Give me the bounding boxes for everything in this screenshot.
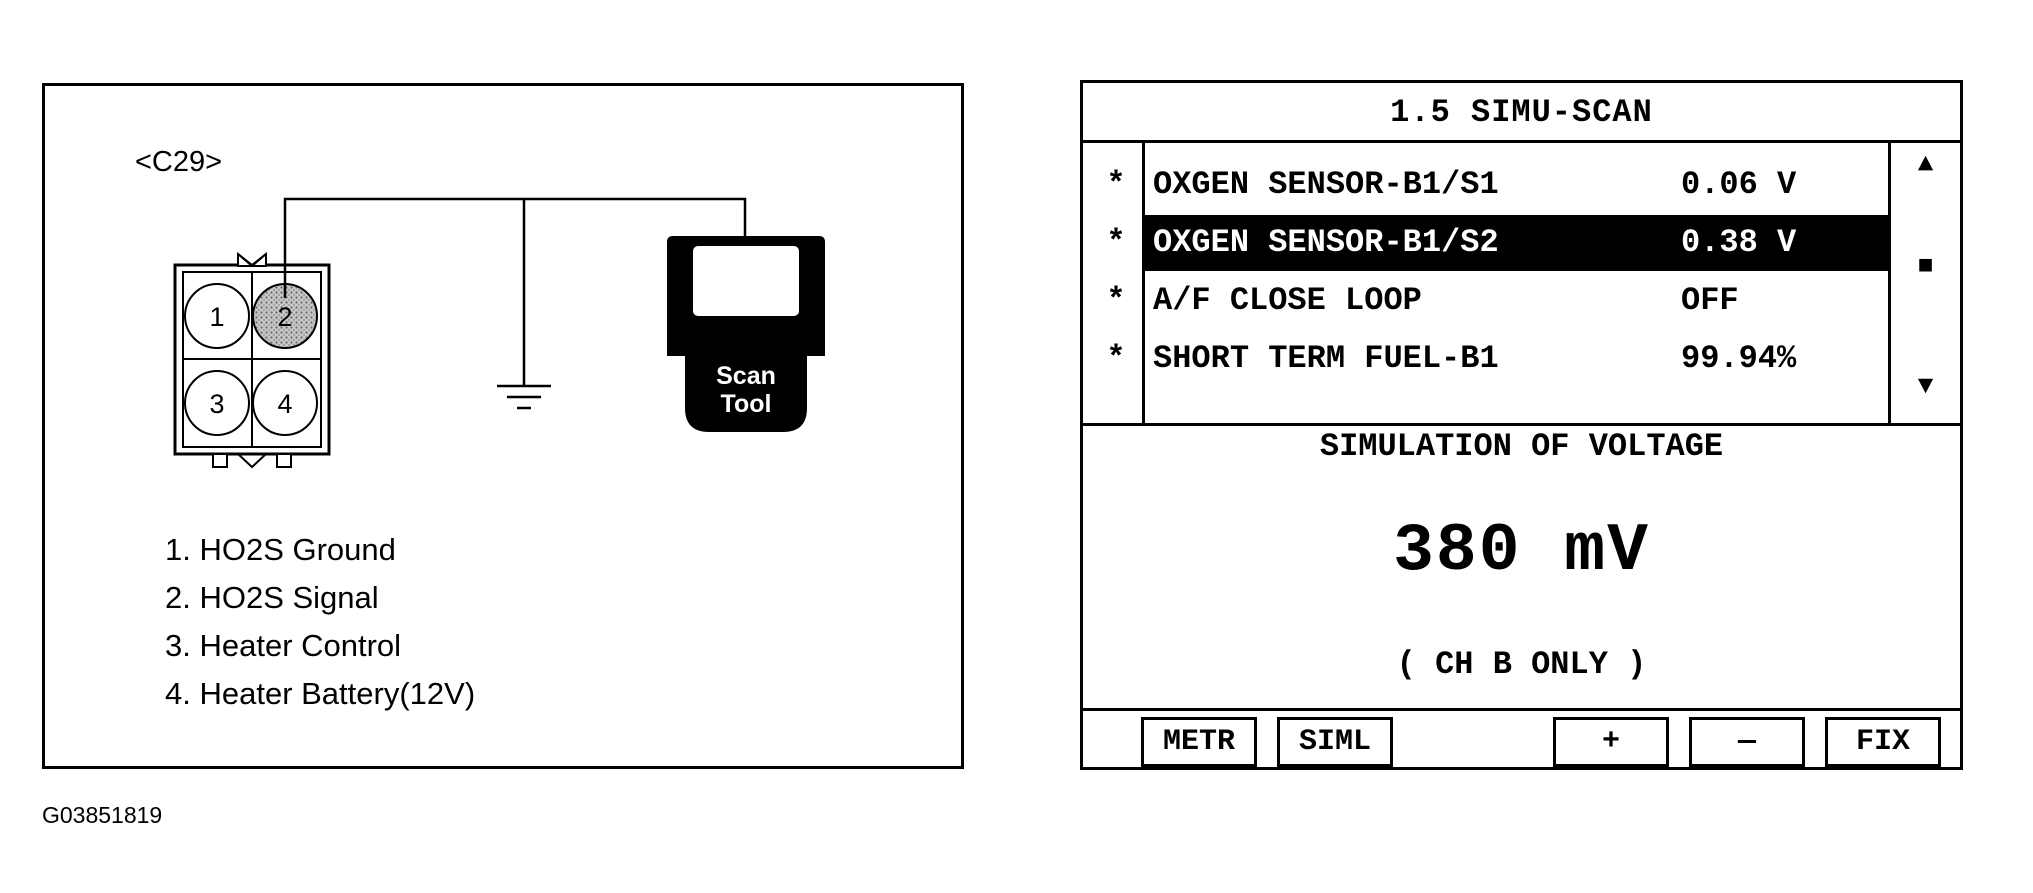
connector-housing bbox=[173, 251, 331, 469]
metr-button[interactable]: METR bbox=[1141, 717, 1257, 767]
fix-button[interactable]: FIX bbox=[1825, 717, 1941, 767]
row-marker: * bbox=[1106, 340, 1126, 377]
scan-tool-label-line1: Scan bbox=[716, 362, 776, 390]
simulation-value: 380 mV bbox=[1393, 513, 1650, 590]
scan-tool-screen: 1.5 SIMU-SCAN * * * * OXGEN SENSOR-B1/S1… bbox=[1080, 80, 1963, 770]
signal-wire bbox=[283, 197, 747, 386]
row-value: 99.94% bbox=[1681, 340, 1797, 377]
legend-item: 1. HO2S Ground bbox=[165, 532, 396, 567]
row-value: 0.06 V bbox=[1681, 166, 1797, 203]
scan-tool-label-line2: Tool bbox=[721, 390, 772, 418]
scroll-thumb-icon[interactable]: ■ bbox=[1917, 251, 1934, 281]
row-value: OFF bbox=[1681, 282, 1739, 319]
data-row-short-term-fuel-b1[interactable]: SHORT TERM FUEL-B1 99.94% bbox=[1145, 331, 1888, 387]
siml-button[interactable]: SIML bbox=[1277, 717, 1393, 767]
softkey-bar: METR SIML + — FIX bbox=[1083, 708, 1960, 767]
scroll-up-icon[interactable]: ▲ bbox=[1917, 149, 1934, 179]
minus-button[interactable]: — bbox=[1689, 717, 1805, 767]
pin-3-label: 3 bbox=[209, 389, 224, 419]
simulation-channel: ( CH B ONLY ) bbox=[1396, 646, 1647, 683]
row-marker: * bbox=[1106, 224, 1126, 261]
wiring-diagram: 1 2 3 4 Scan Tool bbox=[173, 197, 825, 469]
marker-column: * * * * bbox=[1083, 143, 1145, 423]
scroll-down-icon[interactable]: ▼ bbox=[1917, 371, 1934, 401]
pin-4: 4 bbox=[252, 370, 318, 436]
row-marker: * bbox=[1106, 166, 1126, 203]
row-name: SHORT TERM FUEL-B1 bbox=[1153, 340, 1499, 377]
scan-tool-icon: Scan Tool bbox=[667, 236, 825, 432]
connector-diagram-panel: <C29> 1 bbox=[42, 83, 964, 769]
simulation-label: SIMULATION OF VOLTAGE bbox=[1319, 428, 1724, 465]
pin-2-label: 2 bbox=[277, 302, 292, 332]
data-row-oxygen-sensor-b1-s2[interactable]: OXGEN SENSOR-B1/S2 0.38 V bbox=[1145, 215, 1888, 271]
pin-legend: 1. HO2S Ground 2. HO2S Signal 3. Heater … bbox=[165, 526, 475, 718]
legend-item: 3. Heater Control bbox=[165, 628, 402, 663]
legend-item: 4. Heater Battery(12V) bbox=[165, 676, 476, 711]
connector-label: <C29> bbox=[135, 146, 223, 178]
legend-item: 2. HO2S Signal bbox=[165, 580, 379, 615]
pin-4-label: 4 bbox=[277, 389, 292, 419]
plus-button[interactable]: + bbox=[1553, 717, 1669, 767]
screen-title: 1.5 SIMU-SCAN bbox=[1083, 83, 1960, 143]
data-row-af-close-loop[interactable]: A/F CLOSE LOOP OFF bbox=[1145, 273, 1888, 329]
row-name: A/F CLOSE LOOP bbox=[1153, 282, 1422, 319]
row-value: 0.38 V bbox=[1681, 224, 1797, 261]
figure-id: G03851819 bbox=[42, 802, 163, 828]
ground-icon bbox=[497, 384, 551, 410]
row-name: OXGEN SENSOR-B1/S1 bbox=[1153, 166, 1499, 203]
pin-1: 1 bbox=[184, 283, 250, 349]
row-marker: * bbox=[1106, 282, 1126, 319]
pin-3: 3 bbox=[184, 370, 250, 436]
pin-1-label: 1 bbox=[209, 302, 224, 332]
row-name: OXGEN SENSOR-B1/S2 bbox=[1153, 224, 1499, 261]
data-list: * * * * OXGEN SENSOR-B1/S1 0.06 V OXGEN … bbox=[1083, 143, 1960, 426]
data-row-oxygen-sensor-b1-s1[interactable]: OXGEN SENSOR-B1/S1 0.06 V bbox=[1145, 157, 1888, 213]
pin-2: 2 bbox=[252, 283, 318, 349]
scrollbar[interactable]: ▲ ■ ▼ bbox=[1888, 143, 1960, 423]
